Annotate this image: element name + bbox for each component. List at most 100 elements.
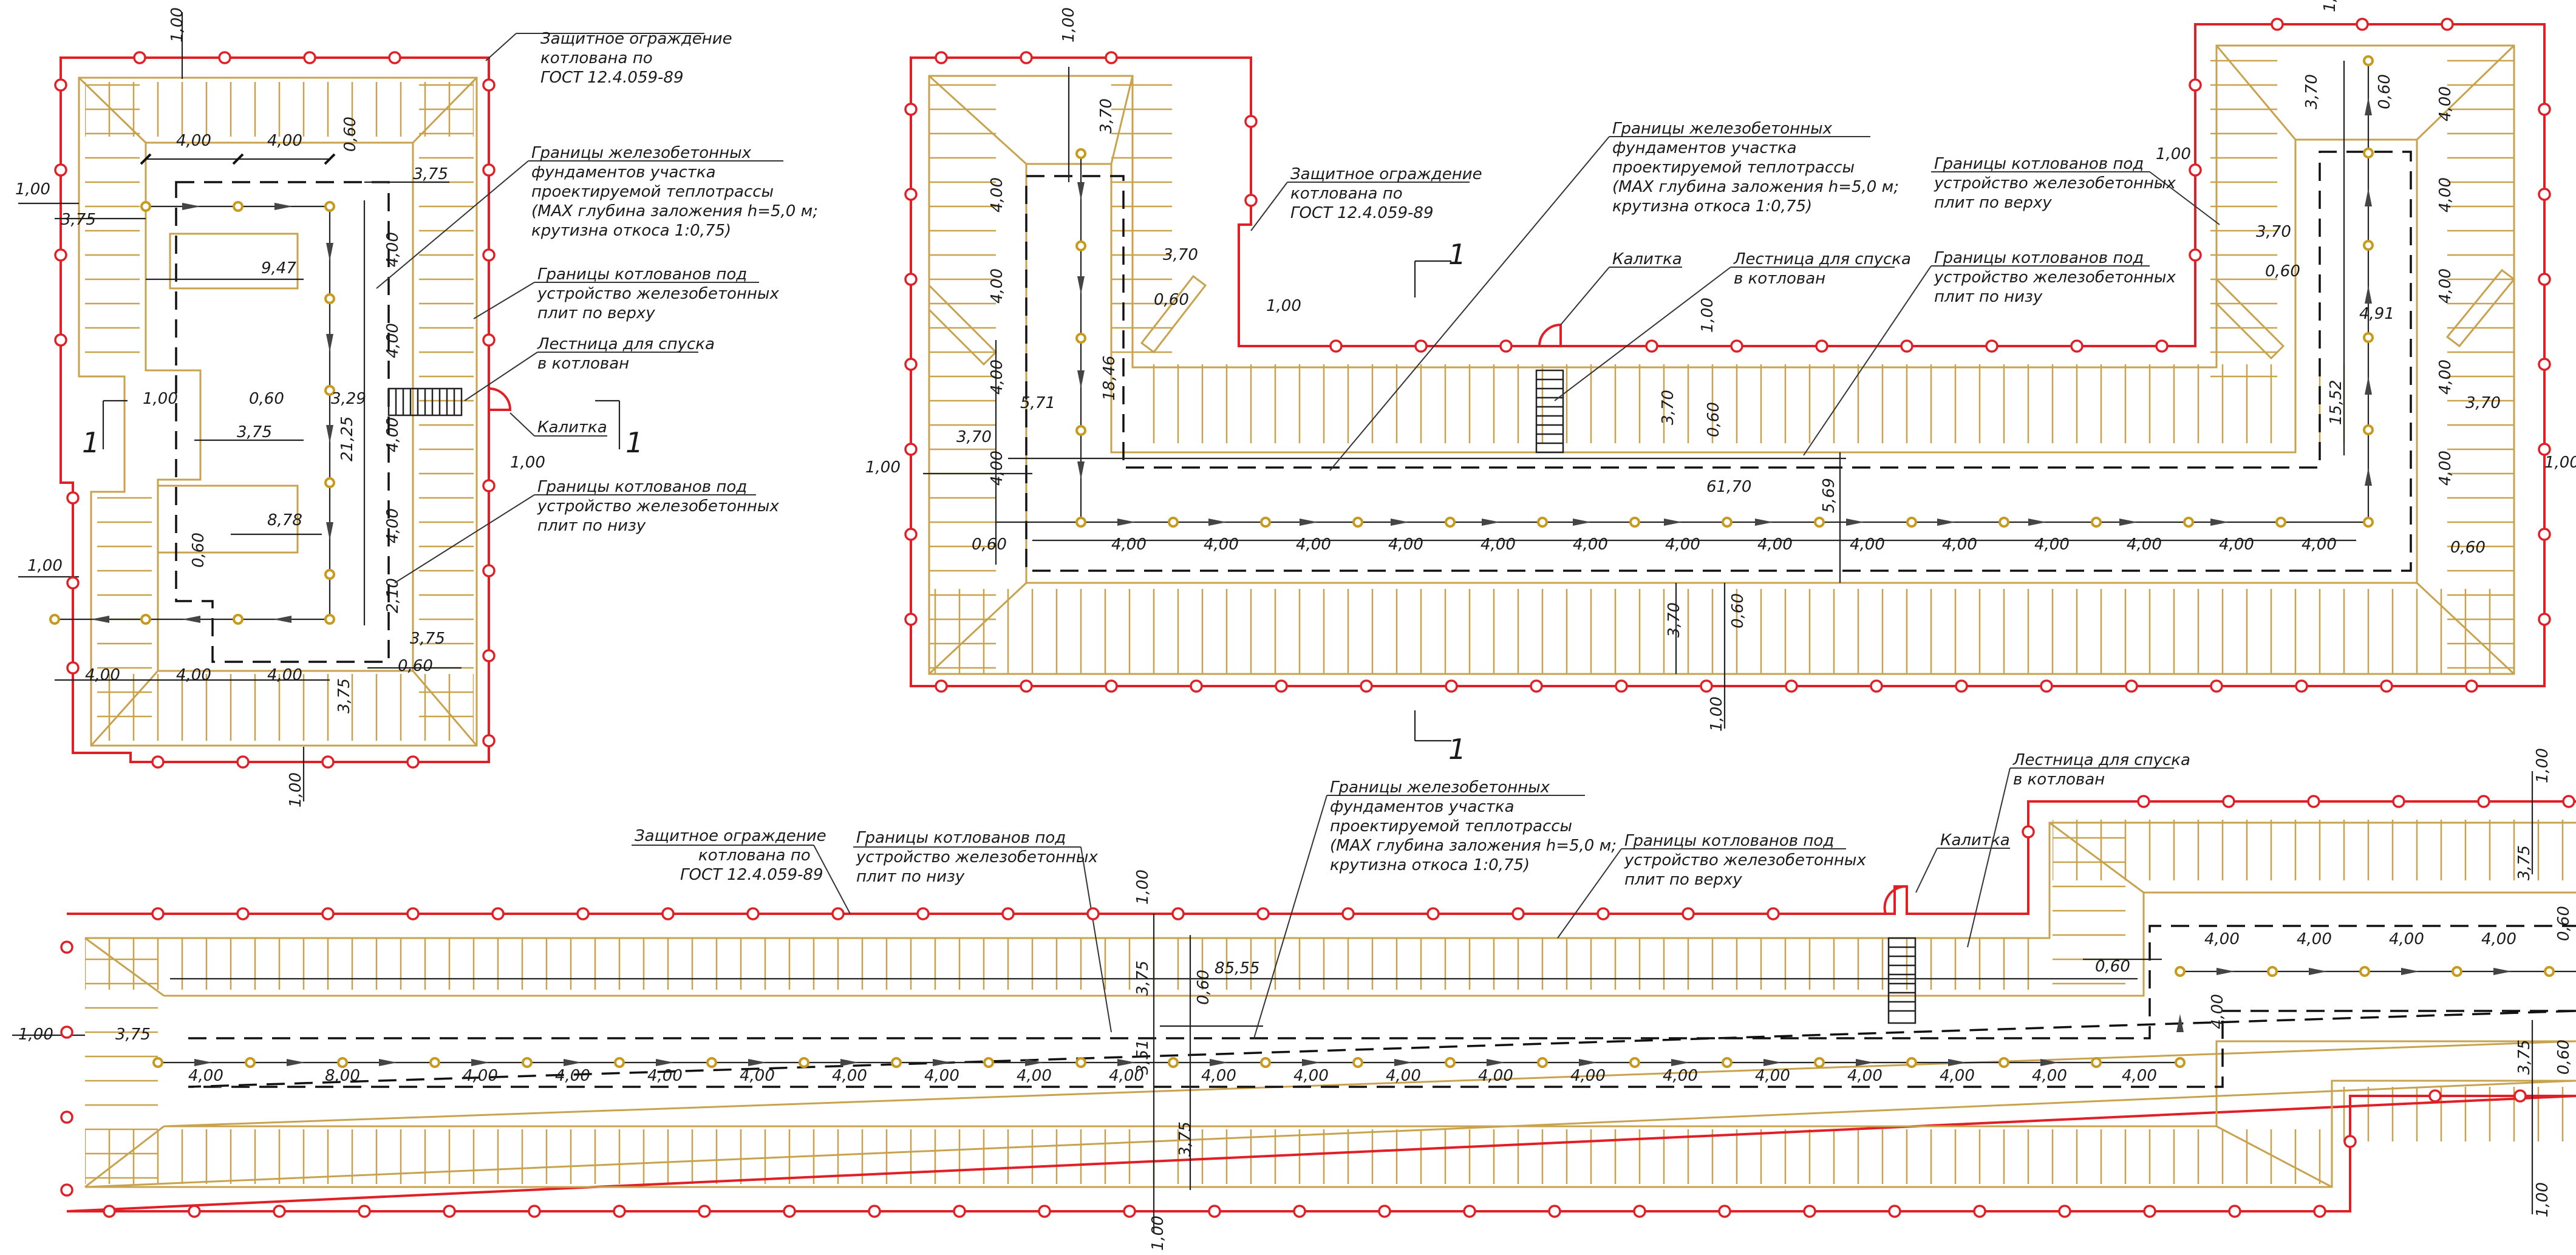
foundation-outline — [1025, 151, 2412, 572]
drawing-label: плит по верху — [537, 304, 655, 322]
fence-post — [236, 907, 250, 920]
gate-symbol — [488, 387, 512, 411]
drawing-label: 15,52 — [2327, 380, 2345, 425]
fence-post — [60, 1183, 73, 1197]
dim-label: 0,60 — [249, 390, 284, 408]
drawing-label: котлована по — [698, 846, 811, 865]
drawing-label: 0,60 — [2265, 262, 2300, 281]
drawing-label: 0,60 — [1705, 402, 1723, 437]
fence-post — [1105, 51, 1118, 64]
drawing-label: ГОСТ 12.4.059-89 — [1290, 204, 1434, 222]
drawing-label: 3,70 — [1665, 602, 1683, 638]
fence-post — [2222, 795, 2235, 808]
dim-label: 4,00 — [176, 666, 211, 684]
pile-point — [233, 201, 244, 212]
drawing-label: 4,00 — [924, 1067, 959, 1085]
fence-post — [1985, 339, 1998, 353]
dim-label: 3,75 — [410, 630, 445, 648]
drawing-label: Лестница для спуска — [537, 335, 715, 353]
fence-post — [935, 679, 948, 693]
fence-post — [1645, 339, 1658, 353]
fence-post — [1256, 907, 1270, 920]
drawing-label: Калитка — [1940, 831, 2010, 849]
flow-arrow — [840, 1059, 859, 1066]
drawing-label: 3,70 — [2303, 74, 2321, 109]
flow-arrow — [1077, 276, 1085, 294]
flow-arrow — [273, 616, 291, 623]
drawing-label: 0,60 — [2555, 1039, 2573, 1075]
pile-point — [49, 614, 60, 625]
drawing-label: 3,75 — [2515, 845, 2533, 880]
fence-post — [1341, 907, 1355, 920]
fence-post — [1718, 1205, 1731, 1218]
fence-post — [904, 103, 918, 116]
drawing-label: устройство железобетонных — [1624, 851, 1866, 869]
drawing-label: 3,75 — [1134, 961, 1152, 996]
slope-hatch — [2210, 49, 2277, 389]
drawing-label: 3,75 — [115, 1025, 151, 1044]
fence-post — [904, 358, 918, 371]
flow-arrow — [1302, 1059, 1320, 1066]
fence-post — [2538, 358, 2551, 371]
drawing-label: 1,00 — [1149, 1216, 1167, 1251]
drawing-label: 3,70 — [1659, 390, 1677, 425]
pile-point — [2363, 332, 2374, 343]
fence-posts-plan2 — [904, 18, 2551, 693]
callouts-plan2: Защитное ограждение котлована по ГОСТ 12… — [1250, 120, 2220, 471]
fence-line — [66, 800, 2576, 1212]
fence-post — [482, 333, 496, 347]
pile-point — [891, 1057, 902, 1068]
drawing-label: 4,00 — [2481, 930, 2516, 948]
drawing-label: устройство железобетонных — [1934, 174, 2176, 192]
fence-post — [151, 907, 165, 920]
dim-label: 3,75 — [61, 211, 96, 229]
flow-arrow — [2493, 968, 2512, 975]
fence-post — [2189, 78, 2202, 92]
drawing-line — [509, 412, 535, 437]
drawing-label: 4,00 — [988, 451, 1006, 486]
drawing-label: проектируемой теплотрассы — [1330, 817, 1572, 835]
fence-post — [2313, 1205, 2326, 1218]
drawing-label: 4,00 — [1663, 1067, 1698, 1085]
pile-point — [1814, 517, 1825, 528]
pile-point — [1906, 517, 1917, 528]
dim-label: 3,75 — [413, 165, 448, 183]
fence-post — [1275, 679, 1288, 693]
pile-point — [1906, 1057, 1917, 1068]
pile-point — [429, 1057, 440, 1068]
fence-post — [904, 528, 918, 541]
fence-post — [904, 273, 918, 286]
pile-point — [1537, 1057, 1548, 1068]
drawing-label: 4,00 — [463, 1067, 498, 1085]
section-mark-top: 1 — [1414, 238, 1466, 298]
drawing-label: 1,00 — [2544, 454, 2576, 472]
fence-post — [66, 576, 80, 590]
flow-arrow — [1210, 1059, 1228, 1066]
fence-post — [2538, 528, 2551, 541]
flow-arrow — [2176, 1014, 2184, 1032]
drawing-label: 8,00 — [325, 1067, 360, 1085]
drawing-label: 4,00 — [2436, 268, 2455, 304]
drawing-label: 0,60 — [2095, 957, 2130, 976]
fence-post — [2022, 825, 2035, 838]
fence-post — [54, 333, 67, 347]
flow-arrow — [656, 1059, 674, 1066]
fence-post — [1900, 339, 1913, 353]
drawing-label: 4,00 — [988, 359, 1006, 395]
pile-point — [2363, 517, 2374, 528]
fence-posts-plan3 — [60, 795, 2575, 1218]
pile-point — [2363, 55, 2374, 66]
drawing-label: 85,55 — [1215, 959, 1259, 978]
pile-point — [1075, 148, 1086, 159]
slope-hatch — [2447, 55, 2514, 674]
flow-arrows-plan2 — [1077, 97, 2372, 526]
drawing-label: Лестница для спуска — [1733, 250, 1911, 268]
fence-post — [1682, 907, 1695, 920]
drawing-label: 4,00 — [1296, 536, 1331, 554]
dim-label: 4,00 — [267, 666, 302, 684]
fence-post — [2392, 795, 2405, 808]
flow-arrow — [326, 522, 333, 540]
drawing-label: 4,00 — [1570, 1067, 1606, 1085]
